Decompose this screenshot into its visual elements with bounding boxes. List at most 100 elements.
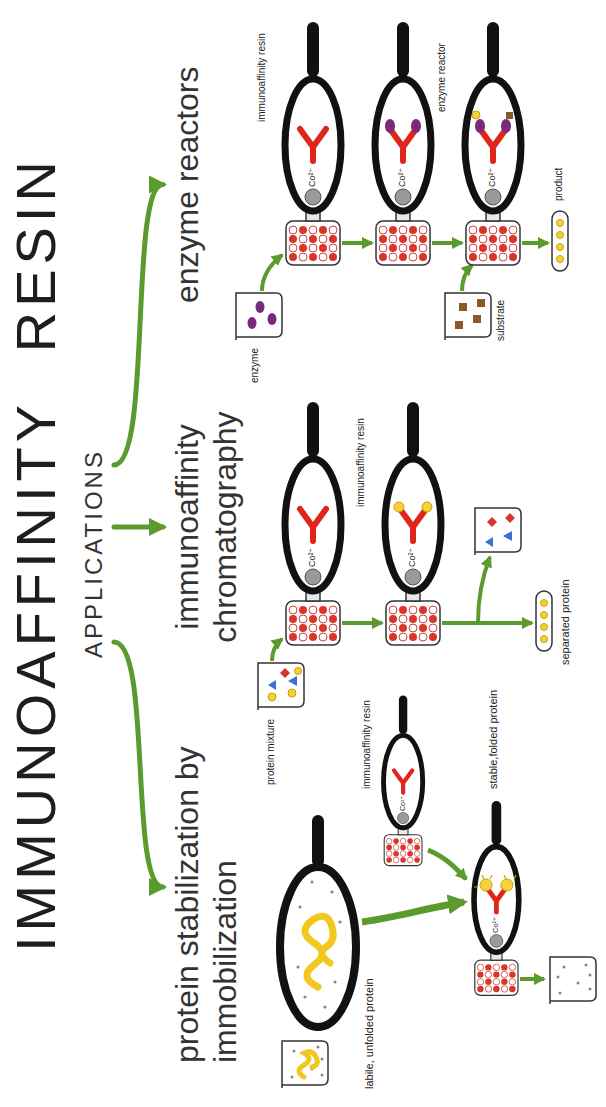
illustration-part bbox=[428, 850, 466, 879]
illustration-part bbox=[295, 668, 302, 675]
illustration-part bbox=[462, 265, 472, 291]
illustration-part bbox=[557, 256, 564, 263]
illustration-part bbox=[258, 663, 304, 710]
illustration-part bbox=[442, 621, 532, 625]
illustration-part bbox=[280, 668, 290, 678]
illustration-part bbox=[557, 244, 564, 251]
illustration-part bbox=[362, 902, 464, 922]
illustration-part bbox=[262, 255, 282, 291]
illustration-part bbox=[288, 689, 296, 697]
illustration-part bbox=[506, 112, 513, 119]
illustration-part bbox=[475, 508, 521, 555]
ion-label: Co²⁺ bbox=[308, 168, 317, 187]
illustration-part bbox=[541, 600, 548, 607]
illustration-part bbox=[256, 301, 265, 313]
callout-label: immunoaffinity resin bbox=[257, 33, 267, 122]
illustration-part bbox=[477, 299, 485, 307]
illustration-part bbox=[445, 293, 491, 340]
illustration-part bbox=[557, 964, 592, 995]
illustration-part bbox=[236, 293, 282, 340]
illustration-part bbox=[385, 402, 441, 645]
branch-arrow bbox=[114, 525, 163, 530]
illustration-part bbox=[288, 676, 297, 686]
illustration-part bbox=[550, 957, 596, 1004]
illustration-part bbox=[258, 663, 304, 710]
unfolded-protein-pan bbox=[280, 815, 356, 1027]
illustration-part bbox=[557, 976, 560, 979]
illustration-part bbox=[585, 964, 588, 967]
illustration-part bbox=[472, 111, 480, 119]
illustration-part bbox=[522, 241, 548, 245]
illustration-part bbox=[478, 557, 490, 623]
illustration-part bbox=[552, 211, 568, 271]
illustration-part bbox=[541, 636, 548, 643]
ion-label: Co²⁺ bbox=[399, 796, 406, 811]
illustration-part bbox=[474, 801, 519, 995]
illustration-part bbox=[338, 920, 341, 923]
illustration-part bbox=[285, 22, 341, 265]
illustration-part bbox=[299, 1052, 317, 1077]
illustration-part bbox=[280, 867, 356, 1027]
branch-label: enzyme reactors bbox=[166, 62, 208, 307]
illustration-part bbox=[375, 22, 431, 265]
illustration-part bbox=[541, 612, 548, 619]
illustration-part bbox=[563, 966, 566, 969]
illustration-part bbox=[285, 402, 341, 645]
node-text: APPLICATIONS bbox=[80, 449, 109, 658]
node-text: immunoaffinity chromatography bbox=[168, 386, 245, 668]
illustration-part bbox=[298, 905, 301, 908]
illustration-part bbox=[445, 293, 491, 340]
branch-arrow bbox=[114, 642, 163, 887]
illustration-part bbox=[459, 303, 467, 311]
illustration-part bbox=[342, 241, 372, 245]
illustration-part bbox=[385, 119, 395, 133]
illustration-part bbox=[394, 502, 404, 512]
illustration-part bbox=[384, 696, 423, 866]
callout-label: immunoaffinity resin bbox=[362, 700, 372, 789]
folded-protein bbox=[474, 875, 516, 891]
illustration-part bbox=[557, 220, 564, 227]
illustration-part bbox=[268, 313, 277, 325]
illustration-part bbox=[541, 624, 548, 631]
callout-label: separated protein bbox=[560, 579, 571, 665]
ion-label: Co²⁺ bbox=[398, 168, 407, 187]
callout-label: substrate bbox=[496, 300, 506, 341]
illustration-part bbox=[268, 680, 276, 690]
ion-label: Co²⁺ bbox=[408, 548, 417, 567]
illustration-part bbox=[248, 317, 257, 329]
labile-beaker bbox=[282, 1041, 328, 1088]
illustration-part bbox=[296, 965, 299, 968]
illustration-part bbox=[505, 513, 515, 523]
illustration-part bbox=[473, 315, 481, 323]
illustration-part bbox=[317, 1046, 320, 1049]
callout-label: enzyme bbox=[250, 348, 260, 383]
branch-arrow bbox=[114, 185, 163, 466]
illustration-part bbox=[330, 890, 333, 893]
illustration-part bbox=[236, 293, 282, 340]
illustration-part bbox=[485, 537, 493, 547]
illustration-part bbox=[487, 517, 497, 527]
ion-label: Co²⁺ bbox=[492, 917, 500, 933]
illustration-part bbox=[536, 591, 552, 651]
category-heading: APPLICATIONS bbox=[78, 445, 111, 662]
illustration-part bbox=[475, 119, 485, 133]
branch-label: protein stabilization by immobilization bbox=[166, 707, 247, 1067]
callout-label: product bbox=[554, 168, 564, 201]
illustration-part bbox=[552, 211, 568, 271]
illustration-part bbox=[342, 621, 382, 625]
illustration-part bbox=[559, 992, 562, 995]
callout-label: immunoaffinity resin bbox=[356, 418, 366, 507]
illustration-part bbox=[411, 119, 421, 133]
ion-label: Co²⁺ bbox=[308, 548, 317, 567]
illustration-part bbox=[323, 1005, 326, 1008]
illustration-part bbox=[422, 502, 432, 512]
illustration-part bbox=[272, 639, 282, 661]
illustration-part bbox=[501, 879, 513, 891]
illustration-part bbox=[303, 995, 306, 998]
illustration-part bbox=[520, 977, 544, 981]
illustration-part bbox=[432, 241, 462, 245]
illustration-part bbox=[312, 815, 324, 867]
illustration-part bbox=[465, 22, 521, 265]
illustration-part bbox=[589, 988, 592, 991]
illustration-part bbox=[282, 1041, 328, 1088]
